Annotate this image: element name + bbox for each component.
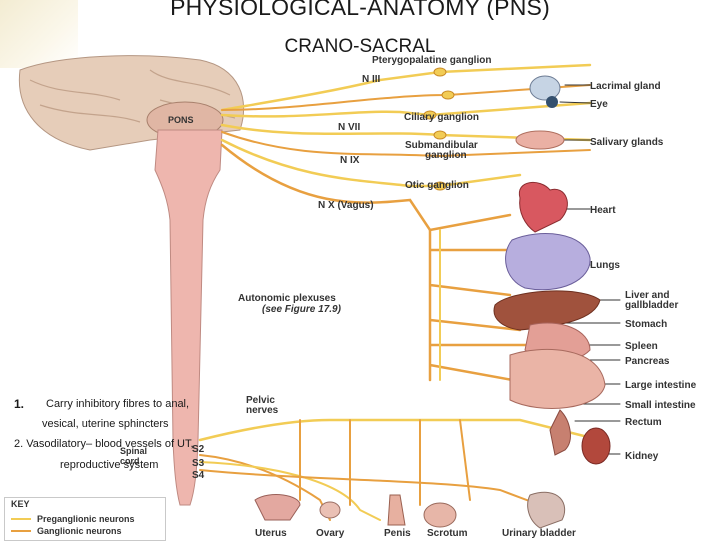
label-n-iii: N III [362, 74, 381, 85]
note-2-text-2: reproductive system [60, 459, 159, 471]
label-otic: Otic ganglion [405, 180, 469, 191]
label-n-x: N X (Vagus) [318, 200, 374, 211]
label-s3: S3 [192, 458, 205, 469]
label-liver-1: Liver and [625, 290, 669, 301]
label-lungs: Lungs [590, 260, 620, 271]
label-submandibular-2: ganglion [425, 150, 467, 161]
nerve-paths [198, 63, 621, 521]
label-pelvic-1: Pelvic [246, 395, 275, 406]
label-autonomic-2: (see Figure 17.9) [262, 304, 342, 315]
label-kidney: Kidney [625, 451, 659, 462]
uterus-organ [254, 494, 301, 521]
label-n-ix: N IX [340, 155, 360, 166]
penis-organ [387, 494, 406, 526]
rectum-organ [549, 409, 571, 456]
label-submandibular-1: Submandibular [405, 140, 478, 151]
intestine-organ [509, 348, 606, 409]
labels: Pterygopalatine ganglion N III Ciliary g… [120, 55, 697, 539]
liver-organ [493, 290, 601, 331]
label-spleen: Spleen [625, 341, 658, 352]
label-large-intestine: Large intestine [625, 380, 697, 391]
eye-organ [529, 75, 561, 101]
key-title: KEY [11, 499, 30, 509]
note-1-text-2: vesical, uterine sphincters [42, 418, 169, 430]
note-1-number: 1. [14, 397, 25, 411]
spinal-cord [154, 129, 223, 506]
label-spinal-1: Spinal [120, 446, 147, 456]
note-2-text: 2. Vasodilatory– blood vessels of UT, [14, 438, 194, 450]
label-salivary: Salivary glands [590, 137, 664, 148]
legend-key: KEY Preganglionic neurons Ganglionic neu… [4, 497, 166, 541]
key-ganglionic-label: Ganglionic neurons [37, 526, 122, 536]
organs [254, 75, 611, 529]
preganglionic-swatch [11, 518, 31, 520]
label-scrotum: Scrotum [427, 528, 468, 539]
key-ganglionic: Ganglionic neurons [11, 526, 122, 536]
label-heart: Heart [590, 205, 616, 216]
key-preganglionic: Preganglionic neurons [11, 514, 135, 524]
scrotum-organ [423, 502, 457, 528]
slide-subtitle: CRANO-SACRAL [284, 36, 436, 57]
label-small-intestine: Small intestine [625, 400, 696, 411]
brain-label-pons: PONS [168, 115, 194, 125]
label-s4: S4 [192, 470, 205, 481]
ganglionic-swatch [11, 530, 31, 532]
heart-organ [518, 182, 568, 233]
label-pancreas: Pancreas [625, 356, 670, 367]
label-penis: Penis [384, 528, 411, 539]
label-stomach: Stomach [625, 319, 667, 330]
label-n-vii: N VII [338, 122, 360, 133]
corner-decoration [0, 0, 78, 68]
label-urinary-bladder: Urinary bladder [502, 528, 576, 539]
label-autonomic-1: Autonomic plexuses [238, 293, 336, 304]
note-1-text: Carry inhibitory fibres to anal, [46, 398, 190, 410]
label-pelvic-2: nerves [246, 405, 279, 416]
bladder-organ [527, 491, 566, 529]
label-ovary: Ovary [316, 528, 345, 539]
label-ciliary: Ciliary ganglion [404, 112, 479, 123]
brain: PONS [18, 55, 245, 151]
lungs-organ [505, 233, 591, 291]
label-s2: S2 [192, 444, 205, 455]
kidney-organ [581, 427, 611, 465]
label-uterus: Uterus [255, 528, 287, 539]
slide-title: PHYSIOLOGICAL-ANATOMY (PNS) [170, 0, 550, 20]
label-spinal-2: cord [120, 456, 140, 466]
label-liver-2: gallbladder [625, 300, 678, 311]
ganglia [423, 67, 455, 191]
label-pterygopalatine: Pterygopalatine ganglion [372, 55, 491, 66]
key-preganglionic-label: Preganglionic neurons [37, 514, 135, 524]
label-eye: Eye [590, 99, 608, 110]
ovary-organ [319, 501, 341, 519]
label-rectum: Rectum [625, 417, 662, 428]
label-lacrimal: Lacrimal gland [590, 81, 661, 92]
salivary-organ [515, 130, 565, 150]
